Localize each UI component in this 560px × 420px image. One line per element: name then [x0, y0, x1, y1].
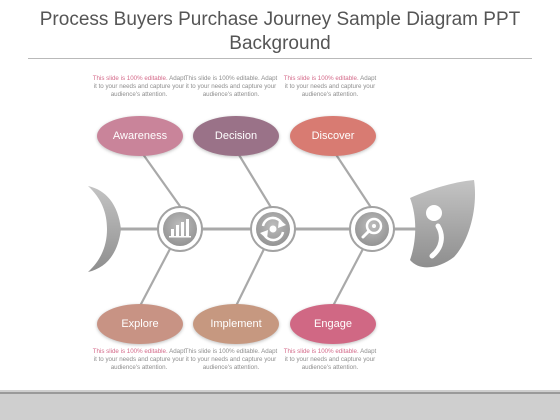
- fish-tail-icon: [88, 186, 121, 272]
- stage-decision: Decision: [193, 116, 279, 156]
- fish-head-icon: [410, 180, 476, 268]
- desc-explore: This slide is 100% editable. Adapt it to…: [92, 348, 186, 371]
- stage-awareness: Awareness: [97, 116, 183, 156]
- page-title: Process Buyers Purchase Journey Sample D…: [0, 8, 560, 56]
- stage-engage: Engage: [290, 304, 376, 344]
- node-magnifier: [349, 206, 395, 252]
- desc-engage: This slide is 100% editable. Adapt it to…: [283, 348, 377, 371]
- footer-rule: [0, 392, 560, 394]
- rib-decision: [235, 149, 273, 210]
- fish-eye: [426, 205, 442, 221]
- node-refresh-cycle: [250, 206, 296, 252]
- title-line-2: Background: [229, 33, 331, 54]
- rib-explore: [139, 246, 172, 307]
- title-divider: [28, 58, 532, 59]
- title-line-1: Process Buyers Purchase Journey Sample D…: [39, 9, 521, 30]
- magnifier-icon: [361, 217, 383, 239]
- bar-chart-icon: [169, 219, 191, 238]
- stage-explore: Explore: [97, 304, 183, 344]
- desc-discover: This slide is 100% editable. Adapt it to…: [283, 75, 377, 98]
- node-bar-chart: [157, 206, 203, 252]
- stage-implement: Implement: [193, 304, 279, 344]
- footer-band: [0, 390, 560, 420]
- stage-discover: Discover: [290, 116, 376, 156]
- rib-implement: [235, 246, 266, 307]
- refresh-cycle-icon: [260, 216, 286, 242]
- desc-decision: This slide is 100% editable. Adapt it to…: [184, 75, 278, 98]
- rib-awareness: [139, 149, 183, 210]
- desc-implement: This slide is 100% editable. Adapt it to…: [184, 348, 278, 371]
- rib-discover: [332, 149, 373, 210]
- fish-gill: [429, 223, 444, 259]
- rib-engage: [332, 246, 365, 307]
- desc-awareness: This slide is 100% editable. Adapt it to…: [92, 75, 186, 98]
